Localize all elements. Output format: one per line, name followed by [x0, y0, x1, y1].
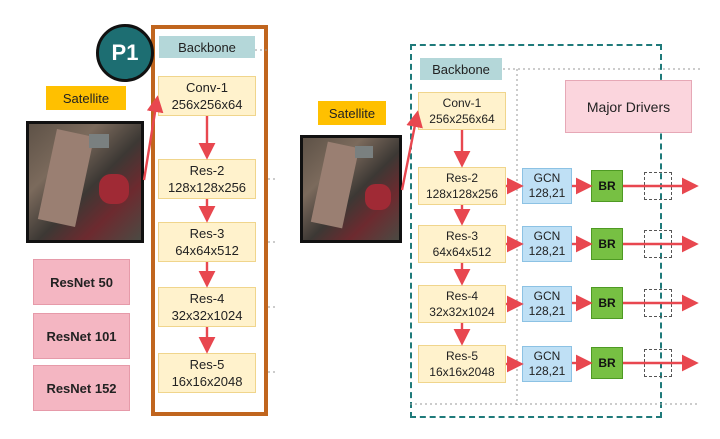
- layer-dims: 16x16x2048: [429, 365, 495, 379]
- arrows: [142, 95, 699, 373]
- layer-dims: 128x128x256: [167, 180, 247, 195]
- layer-dims: 256x256x64: [429, 112, 495, 126]
- gcn-box: GCN 128,21: [522, 346, 572, 382]
- br-box: BR: [591, 287, 623, 319]
- right-layer-res2: Res-2 128x128x256: [418, 167, 506, 205]
- gcn-dims: 128,21: [528, 244, 566, 258]
- right-layer-conv1: Conv-1 256x256x64: [418, 92, 506, 130]
- left-satellite-image: [26, 121, 144, 243]
- layer-dims: 16x16x2048: [171, 374, 243, 389]
- left-backbone-label: Backbone: [159, 36, 255, 58]
- left-layer-res3: Res-3 64x64x512: [158, 222, 256, 262]
- gcn-dims: 128,21: [528, 186, 566, 200]
- layer-name: Res-4: [189, 291, 225, 306]
- layer-dims: 128x128x256: [425, 187, 499, 201]
- left-satellite-label: Satellite: [46, 86, 126, 110]
- gcn-label: GCN: [533, 349, 561, 363]
- layer-dims: 32x32x1024: [429, 305, 495, 319]
- right-layer-res3: Res-3 64x64x512: [418, 225, 506, 263]
- left-layer-res5: Res-5 16x16x2048: [158, 353, 256, 393]
- gcn-label: GCN: [533, 171, 561, 185]
- gcn-label: GCN: [533, 289, 561, 303]
- layer-dims: 64x64x512: [432, 245, 492, 259]
- dotted-guides: [255, 49, 700, 405]
- layer-name: Conv-1: [186, 80, 228, 95]
- layer-name: Conv-1: [442, 96, 482, 110]
- resnet50-label: ResNet 50: [33, 259, 130, 305]
- gcn-label: GCN: [533, 229, 561, 243]
- gcn-box: GCN 128,21: [522, 168, 572, 204]
- left-backbone-frame: [151, 25, 268, 416]
- layer-name: Res-3: [445, 229, 478, 243]
- gcn-box: GCN 128,21: [522, 226, 572, 262]
- right-layer-res5: Res-5 16x16x2048: [418, 345, 506, 383]
- layer-dims: 32x32x1024: [171, 308, 243, 323]
- p1-badge: P1: [96, 24, 154, 82]
- layer-dims: 64x64x512: [175, 243, 239, 258]
- layer-name: Res-5: [445, 349, 478, 363]
- right-backbone-label: Backbone: [420, 58, 502, 80]
- left-layer-conv1: Conv-1 256x256x64: [158, 76, 256, 116]
- right-dashed-frame: [410, 44, 662, 418]
- gcn-dims: 128,21: [528, 304, 566, 318]
- resnet101-label: ResNet 101: [33, 313, 130, 359]
- layer-name: Res-4: [445, 289, 478, 303]
- major-drivers-box: Major Drivers: [565, 80, 692, 133]
- layer-name: Res-5: [189, 357, 225, 372]
- gcn-box: GCN 128,21: [522, 286, 572, 322]
- right-satellite-label: Satellite: [318, 101, 386, 125]
- layer-name: Res-2: [189, 163, 225, 178]
- left-layer-res4: Res-4 32x32x1024: [158, 287, 256, 327]
- br-box: BR: [591, 170, 623, 202]
- right-satellite-image: [300, 135, 402, 243]
- gcn-dims: 128,21: [528, 364, 566, 378]
- layer-dims: 256x256x64: [171, 97, 243, 112]
- resnet152-label: ResNet 152: [33, 365, 130, 411]
- layer-name: Res-2: [445, 171, 478, 185]
- layer-name: Res-3: [189, 226, 225, 241]
